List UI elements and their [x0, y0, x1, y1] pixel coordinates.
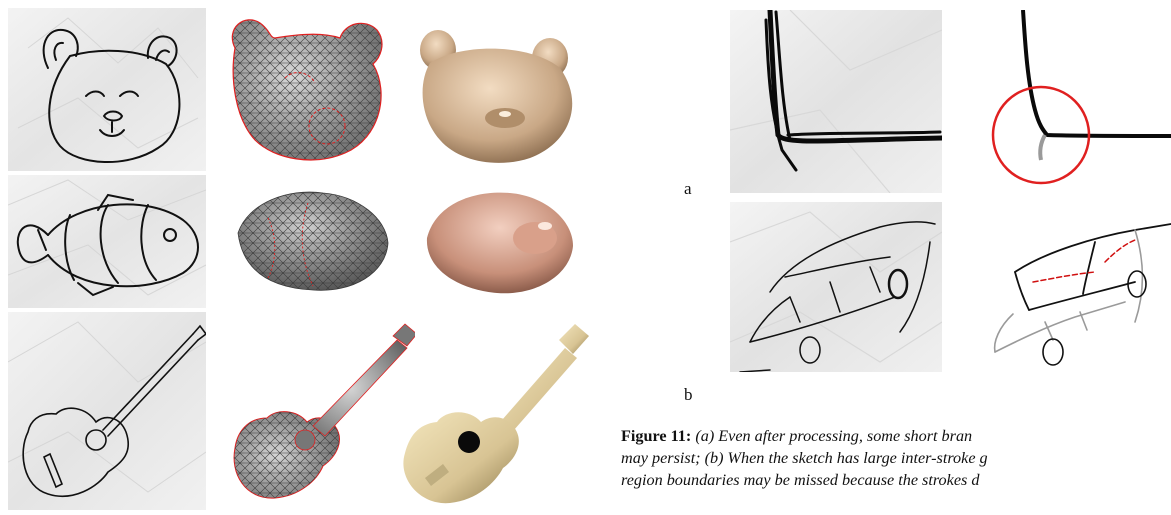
figure-label: Figure 11: [621, 427, 691, 445]
branch-processed [985, 10, 1171, 193]
fish-model [415, 178, 585, 303]
bear-mesh [215, 8, 395, 171]
car-processed [985, 202, 1171, 372]
bear-sketch [8, 8, 206, 171]
caption-text-1: (a) Even after processing, some short br… [691, 427, 972, 445]
guitar-sketch-panel [8, 312, 206, 510]
bear-model [400, 8, 595, 171]
caption-line-2: may persist; (b) When the sketch has lar… [621, 447, 1171, 469]
fish-mesh-panel [228, 178, 393, 303]
fish-model-panel [415, 178, 585, 303]
figure-caption: Figure 11: (a) Even after processing, so… [621, 425, 1171, 491]
branch-sketch-panel [730, 10, 942, 193]
guitar-model [395, 318, 595, 508]
guitar-sketch [8, 312, 206, 510]
fish-sketch-panel [8, 175, 206, 308]
fish-mesh [228, 178, 393, 303]
branch-sketch [730, 10, 942, 193]
car-sketch-panel [730, 202, 942, 372]
bear-mesh-panel [215, 8, 395, 171]
branch-processed-panel [985, 10, 1171, 193]
guitar-mesh-panel [225, 318, 415, 508]
caption-line-1: Figure 11: (a) Even after processing, so… [621, 425, 1171, 447]
car-sketch [730, 202, 942, 372]
guitar-mesh [225, 318, 415, 508]
row-label-a: a [684, 180, 692, 197]
guitar-model-panel [395, 318, 595, 508]
row-label-b: b [684, 386, 693, 403]
car-processed-panel [985, 202, 1171, 372]
caption-line-3: region boundaries may be missed because … [621, 469, 1171, 491]
bear-sketch-panel [8, 8, 206, 171]
bear-model-panel [400, 8, 595, 171]
fish-sketch [8, 175, 206, 308]
